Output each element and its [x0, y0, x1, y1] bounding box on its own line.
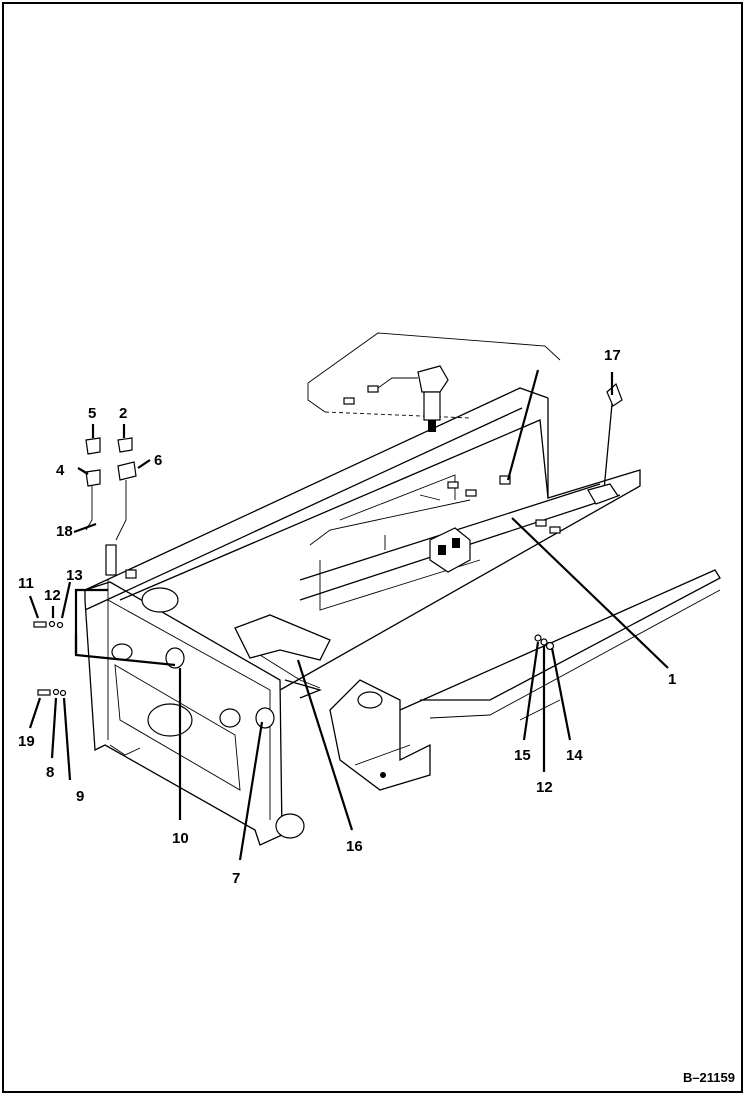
solenoid-part	[343, 365, 449, 432]
callout-15: 15	[514, 747, 531, 764]
leader-lines	[28, 369, 669, 861]
mid-plate	[234, 614, 331, 689]
left-parts	[85, 437, 137, 740]
callout-9: 9	[76, 788, 84, 805]
lever-part	[587, 382, 623, 505]
callout-14: 14	[566, 747, 583, 764]
callout-4: 4	[56, 462, 65, 479]
front-plate	[84, 581, 305, 846]
callout-7: 7	[232, 870, 240, 887]
mount-bracket	[329, 679, 431, 791]
callout-11: 11	[18, 575, 34, 592]
wiring-connectors	[384, 475, 561, 550]
figure-id: B–21159	[682, 1070, 735, 1085]
control-block	[429, 527, 471, 573]
frame-beams	[84, 387, 641, 691]
callout-12-left: 12	[44, 587, 61, 604]
callout-5: 5	[88, 405, 96, 422]
callout-2: 2	[119, 405, 127, 422]
callout-12-right: 12	[536, 779, 553, 796]
callout-19: 19	[18, 733, 35, 750]
callout-6: 6	[154, 452, 162, 469]
callout-18: 18	[56, 523, 73, 540]
callout-13: 13	[66, 567, 83, 584]
callout-16: 16	[346, 838, 363, 855]
callout-10: 10	[172, 830, 189, 847]
fastener-groups	[33, 620, 555, 697]
callout-8: 8	[46, 764, 54, 781]
callout-1: 1	[668, 671, 676, 688]
fittings	[165, 647, 323, 729]
callout-17: 17	[604, 347, 621, 364]
callout-labels: 1 2 4 5 6 7 8 9 10 11 12 12 13 14 15 16 …	[18, 347, 676, 887]
floor-plate	[399, 569, 721, 721]
upper-panel-outline	[307, 332, 561, 419]
